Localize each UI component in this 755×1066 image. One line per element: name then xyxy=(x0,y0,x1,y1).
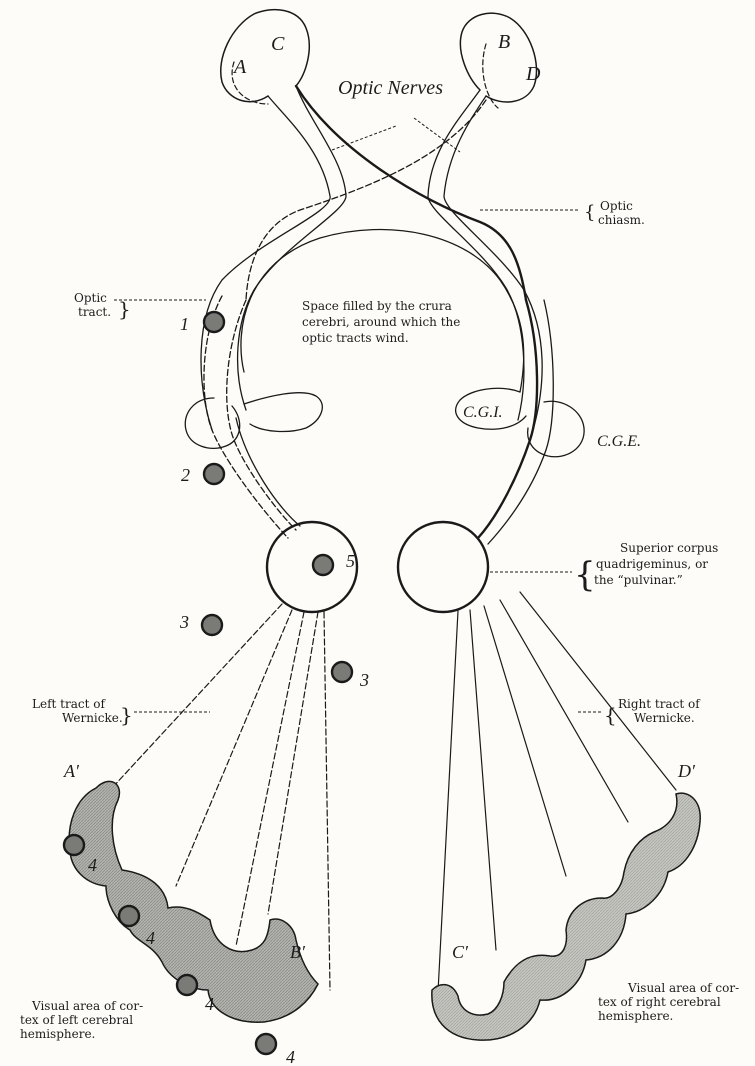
marker-2: 2 xyxy=(181,464,224,485)
letter-A: A xyxy=(232,56,247,78)
right-pulvinar-circle xyxy=(398,522,488,612)
left-cgi-bulge xyxy=(244,393,322,432)
crura-space-line2: cerebri, around which the xyxy=(302,315,460,329)
letter-B: B xyxy=(498,31,510,53)
right-visual-line1: Visual area of cor- xyxy=(627,981,739,995)
left-tract-line1: Left tract of xyxy=(32,697,106,711)
cgi-label: C.G.I. xyxy=(463,404,503,421)
marker-3-right: 3 xyxy=(332,662,369,690)
right-tract-brace: { xyxy=(604,703,617,727)
svg-text:1: 1 xyxy=(180,314,189,334)
right-visual-line2: tex of right cerebral xyxy=(598,995,721,1009)
cge-label: C.G.E. xyxy=(597,433,641,450)
sup-corpus-brace: { xyxy=(574,555,596,595)
marker-4-d: 4 xyxy=(256,1034,295,1066)
letter-D: D xyxy=(525,63,541,85)
sup-corpus-line2: quadrigeminus, or xyxy=(596,557,708,571)
svg-text:4: 4 xyxy=(286,1047,295,1066)
right-eye-outline xyxy=(460,13,536,102)
right-optic-tract-thin xyxy=(488,300,553,544)
svg-text:4: 4 xyxy=(205,994,214,1014)
leader-optic-nerves-right xyxy=(414,118,460,152)
left-cge-bulge xyxy=(185,398,239,448)
crura-space-line1: Space filled by the crura xyxy=(302,299,452,313)
marker-1: 1 xyxy=(180,312,224,334)
right-tract-line1: Right tract of xyxy=(618,697,701,711)
sup-corpus-line1: Superior corpus xyxy=(620,541,718,555)
left-tract-brace: } xyxy=(120,703,133,727)
optic-tract-label-line2: tract. xyxy=(78,305,111,319)
svg-text:3: 3 xyxy=(179,612,189,632)
chiasm-brace: { xyxy=(584,202,595,223)
left-visual-line2: tex of left cerebral xyxy=(20,1013,133,1027)
optic-tract-label-line1: Optic xyxy=(74,291,107,305)
letter-B-prime: B′ xyxy=(290,942,306,962)
optic-chiasm-label-line2: chiasm. xyxy=(598,213,645,227)
right-visual-line3: hemisphere. xyxy=(598,1009,673,1023)
letter-C: C xyxy=(271,33,285,55)
marker-5: 5 xyxy=(313,551,355,575)
letter-D-prime: D′ xyxy=(677,761,696,781)
crossing-fibre-B xyxy=(246,100,486,300)
letter-A-prime: A′ xyxy=(63,761,80,781)
svg-text:4: 4 xyxy=(146,928,155,948)
left-visual-line1: Visual area of cor- xyxy=(31,999,143,1013)
left-optic-tract-solid xyxy=(236,418,300,526)
svg-text:3: 3 xyxy=(359,670,369,690)
left-optic-nerve-outer xyxy=(201,96,330,430)
left-visual-line3: hemisphere. xyxy=(20,1027,95,1041)
left-tract-line2: Wernicke. xyxy=(62,711,123,725)
crura-space-line3: optic tracts wind. xyxy=(302,331,409,345)
right-tract-line2: Wernicke. xyxy=(634,711,695,725)
left-optic-nerve-inner xyxy=(238,86,346,410)
right-wernicke-radiations xyxy=(438,592,676,992)
optic-tract-brace: } xyxy=(118,297,131,321)
sup-corpus-line3: the “pulvinar.” xyxy=(594,573,683,587)
svg-text:2: 2 xyxy=(181,465,190,485)
marker-3-left: 3 xyxy=(179,612,222,635)
letter-C-prime: C′ xyxy=(452,942,469,962)
optic-chiasm-label-line1: Optic xyxy=(600,199,633,213)
optic-nerves-title: Optic Nerves xyxy=(338,77,443,99)
svg-text:4: 4 xyxy=(88,855,97,875)
svg-text:5: 5 xyxy=(346,551,355,571)
